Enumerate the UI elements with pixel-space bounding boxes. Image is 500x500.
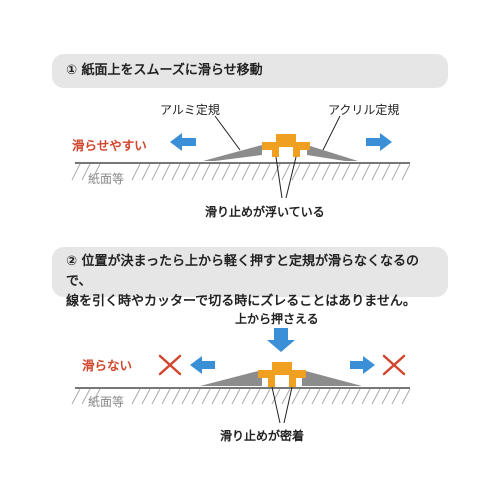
caption-section-2: ② 位置が決まったら上から軽く押すと定規が滑らなくなるので、 線を引く時やカッタ… <box>52 247 448 309</box>
label-paper-surface: 紙面等 <box>88 395 125 409</box>
acrylic-ruler <box>302 370 362 386</box>
arrow-right-icon <box>350 356 375 374</box>
label-acrylic-ruler: アクリル定規 <box>328 103 400 117</box>
label-not-slip: 滑らない <box>82 358 133 373</box>
arrow-left-icon <box>170 133 196 151</box>
aluminum-ruler <box>200 370 262 386</box>
label-stoppers-floating: 滑り止めが浮いている <box>205 205 325 219</box>
label-paper-surface: 紙面等 <box>88 172 125 186</box>
caption-line-1: ② 位置が決まったら上から軽く押すと定規が滑らなくなるので、 <box>66 254 420 289</box>
ruler-clip <box>262 134 310 157</box>
acrylic-ruler <box>307 145 358 161</box>
arrow-right-icon <box>366 133 392 151</box>
diagram-section-1 <box>71 115 411 199</box>
label-stoppers-sealed: 滑り止めが密着 <box>220 429 305 443</box>
caption-text: ① 紙面上をスムーズに滑らせ移動 <box>66 63 263 78</box>
arrow-down-icon <box>267 328 295 352</box>
ground-surface <box>71 387 411 405</box>
cross-right-icon <box>382 354 406 376</box>
caption-line-2: 線を引く時やカッターで切る時にズレることはありません。 <box>66 294 416 309</box>
caption-section-1: ① 紙面上をスムーズに滑らせ移動 <box>52 54 448 88</box>
ground-surface <box>71 162 411 181</box>
label-aluminum-ruler: アルミ定規 <box>160 103 220 117</box>
ruler-clip <box>258 362 306 387</box>
cross-left-icon <box>158 354 182 376</box>
leader-line-stopper-left <box>271 386 281 424</box>
label-slippery: 滑らせやすい <box>72 138 147 153</box>
label-press-from-above: 上から押さえる <box>235 312 319 326</box>
leader-line-stopper-left <box>275 156 283 199</box>
aluminum-ruler <box>203 145 262 161</box>
leader-line-acrylic <box>322 115 341 151</box>
arrow-left-icon <box>190 356 215 374</box>
leader-line-stopper-right <box>283 386 293 424</box>
leader-line-stopper-right <box>285 156 297 199</box>
leader-line-aluminum <box>214 115 241 151</box>
